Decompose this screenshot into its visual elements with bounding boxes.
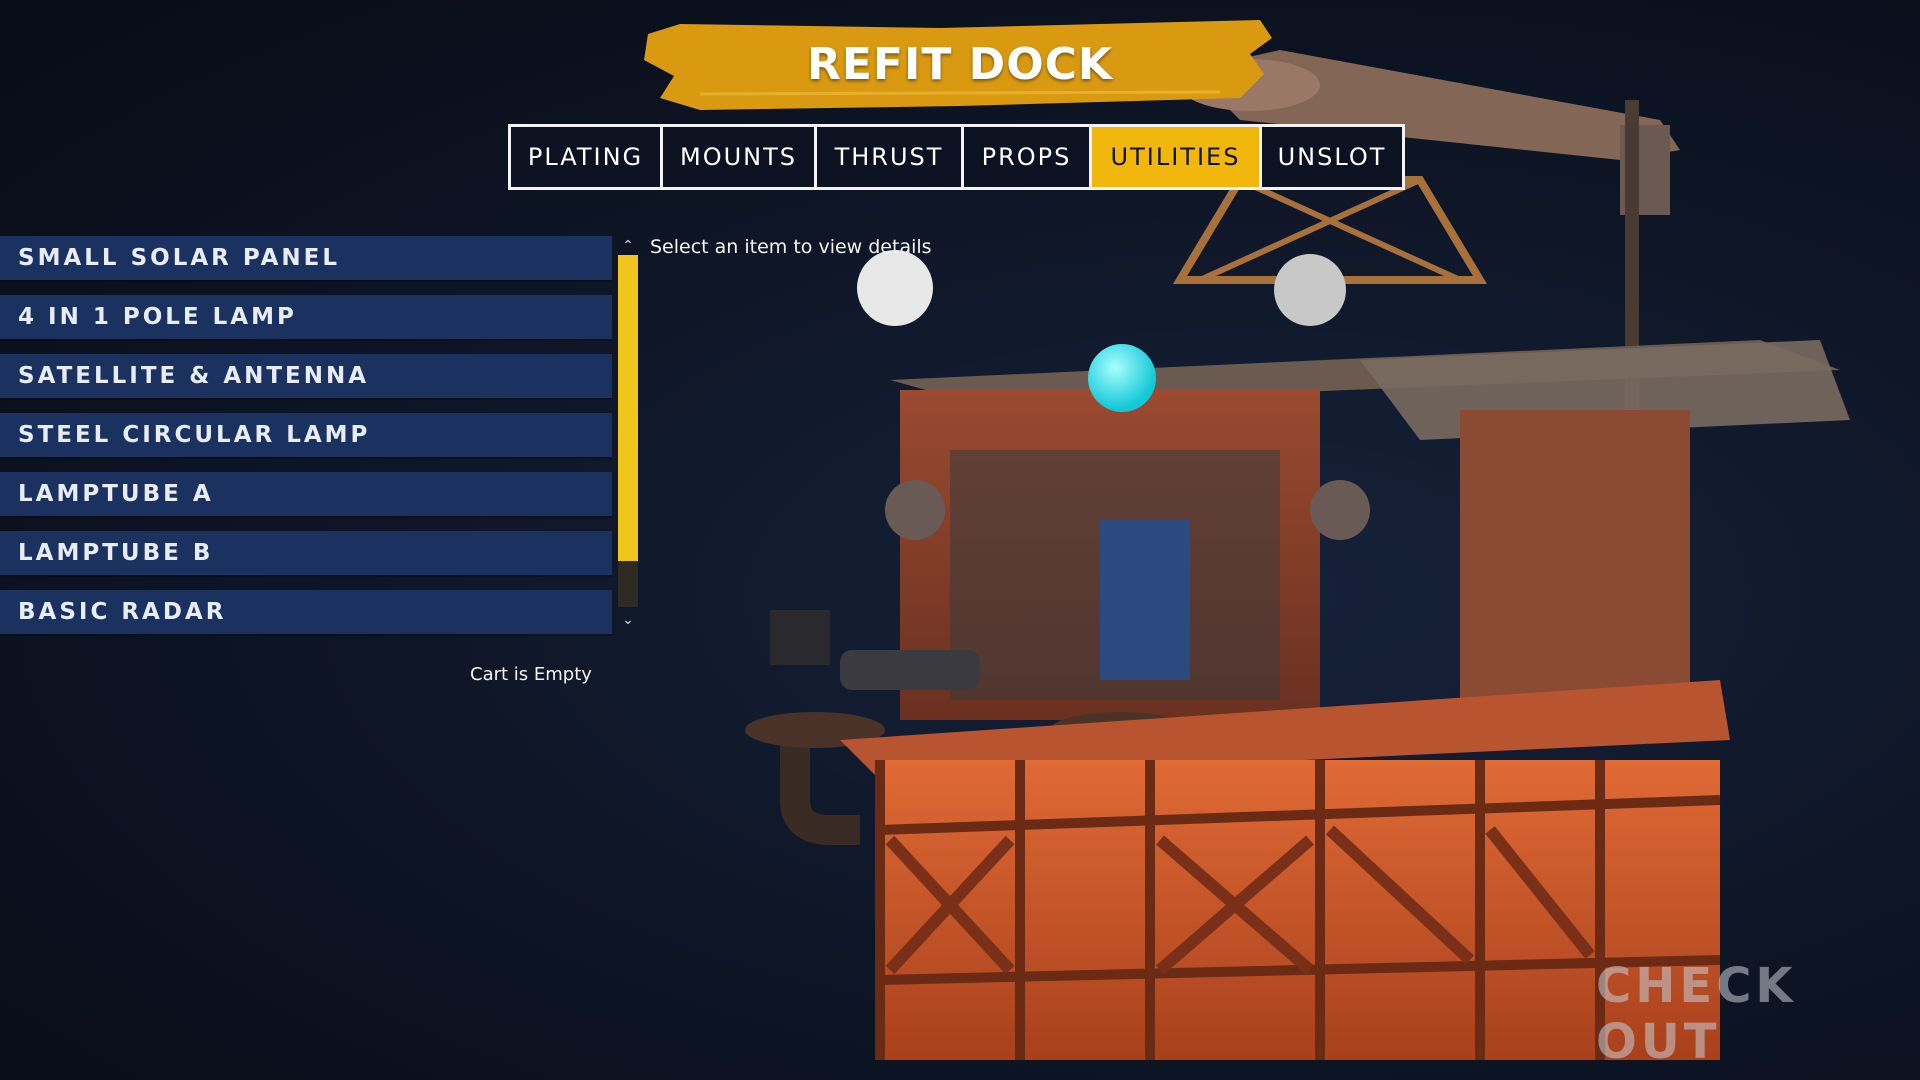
tab-label: PLATING <box>527 143 644 171</box>
tab-label: UNSLOT <box>1277 143 1387 171</box>
tab-label: UTILITIES <box>1110 143 1241 171</box>
item-label: SMALL SOLAR PANEL <box>18 245 341 271</box>
tab-props[interactable]: PROPS <box>961 124 1092 190</box>
list-item[interactable]: SMALL SOLAR PANEL <box>0 236 612 280</box>
list-item[interactable]: STEEL CIRCULAR LAMP <box>0 413 612 457</box>
chevron-up-icon[interactable]: ⌃ <box>622 238 634 254</box>
tab-label: MOUNTS <box>679 143 797 171</box>
checkout-button[interactable]: CHECK OUT <box>1596 958 1797 1070</box>
tab-unslot[interactable]: UNSLOT <box>1259 124 1405 190</box>
chevron-down-icon[interactable]: ⌄ <box>622 612 634 628</box>
tab-mounts[interactable]: MOUNTS <box>660 124 817 190</box>
item-list: SMALL SOLAR PANEL 4 IN 1 POLE LAMP SATEL… <box>0 236 612 649</box>
ship-preview-illustration[interactable] <box>720 40 1860 1070</box>
item-label: SATELLITE & ANTENNA <box>18 363 370 389</box>
category-tabs: PLATING MOUNTS THRUST PROPS UTILITIES UN… <box>508 124 1405 190</box>
tab-thrust[interactable]: THRUST <box>814 124 964 190</box>
scrollbar-track[interactable] <box>618 255 638 607</box>
list-item[interactable]: BASIC RADAR <box>0 590 612 634</box>
item-label: LAMPTUBE A <box>18 481 214 507</box>
tab-label: PROPS <box>981 143 1072 171</box>
detail-hint: Select an item to view details <box>650 236 932 258</box>
item-label: STEEL CIRCULAR LAMP <box>18 422 371 448</box>
tab-label: THRUST <box>834 143 944 171</box>
cart-status: Cart is Empty <box>470 664 592 685</box>
item-label: 4 IN 1 POLE LAMP <box>18 304 297 330</box>
page-title: REFIT DOCK <box>806 38 1113 90</box>
list-item[interactable]: SATELLITE & ANTENNA <box>0 354 612 398</box>
tab-utilities[interactable]: UTILITIES <box>1089 124 1262 190</box>
scrollbar-thumb[interactable] <box>618 255 638 562</box>
item-label: LAMPTUBE B <box>18 540 214 566</box>
list-item[interactable]: LAMPTUBE B <box>0 531 612 575</box>
item-label: BASIC RADAR <box>18 599 227 625</box>
tab-plating[interactable]: PLATING <box>508 124 663 190</box>
list-item[interactable]: LAMPTUBE A <box>0 472 612 516</box>
title-banner: REFIT DOCK <box>640 14 1280 110</box>
list-item[interactable]: 4 IN 1 POLE LAMP <box>0 295 612 339</box>
